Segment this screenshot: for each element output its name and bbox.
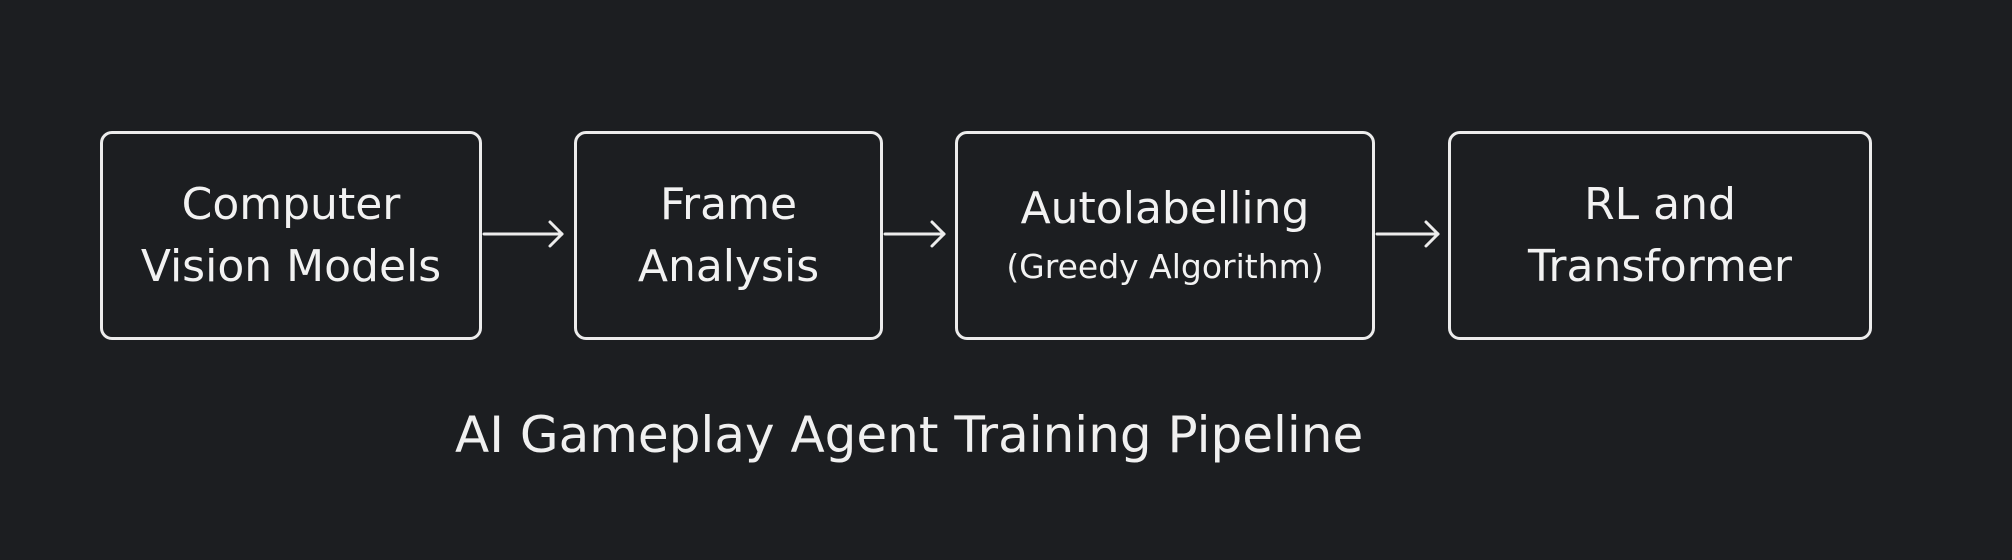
- step-label-line-1: Computer: [181, 178, 401, 230]
- step-label: Computer Vision Models: [141, 174, 441, 298]
- pipeline-step-frame-analysis: Frame Analysis: [574, 131, 883, 340]
- arrow-right-icon: [482, 220, 564, 248]
- step-label: Autolabelling (Greedy Algorithm): [1006, 178, 1323, 294]
- arrow-right-icon: [1375, 220, 1440, 248]
- diagram-title: AI Gameplay Agent Training Pipeline: [455, 406, 1364, 464]
- step-label-line-2: (Greedy Algorithm): [1006, 246, 1324, 286]
- step-label-line-1: Frame: [659, 178, 798, 230]
- step-label-line-1: Autolabelling: [1020, 182, 1310, 234]
- step-label-line-2: Analysis: [637, 240, 820, 292]
- step-label-line-1: RL and: [1584, 178, 1736, 230]
- pipeline-step-autolabelling: Autolabelling (Greedy Algorithm): [955, 131, 1375, 340]
- step-label: Frame Analysis: [638, 174, 819, 298]
- step-label-line-2: Transformer: [1527, 240, 1793, 292]
- step-label: RL and Transformer: [1528, 174, 1792, 298]
- pipeline-step-computer-vision-models: Computer Vision Models: [100, 131, 482, 340]
- pipeline-step-rl-and-transformer: RL and Transformer: [1448, 131, 1872, 340]
- step-label-line-2: Vision Models: [140, 240, 442, 292]
- arrow-right-icon: [883, 220, 946, 248]
